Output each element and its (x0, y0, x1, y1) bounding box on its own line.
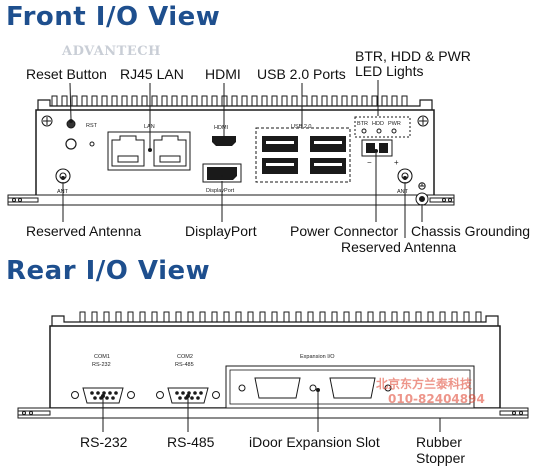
front-leader-lines (61, 80, 423, 238)
com1-db9-graphic (71, 387, 135, 404)
rj45-lan-graphic (107, 131, 191, 171)
silk-hdmi: HDMI (214, 125, 229, 131)
front-io-title: Front I/O View (6, 2, 221, 32)
silk-ant-right: ANT (397, 189, 409, 195)
silk-com2-line2: RS-485 (175, 362, 194, 368)
displayport-graphic (202, 163, 242, 183)
callout-rs232: RS-232 (80, 434, 128, 450)
callout-chassis-grounding: Chassis Grounding (411, 223, 531, 239)
watermark-line1: 北京东方兰泰科技 (376, 377, 473, 391)
callout-reset-button: Reset Button (26, 66, 107, 82)
callout-reserved-antenna-right: Reserved Antenna (341, 239, 457, 255)
silk-rst: RST (86, 123, 98, 129)
callout-rj45-lan: RJ45 LAN (120, 66, 184, 82)
callout-rs485: RS-485 (167, 434, 215, 450)
callout-rubber-line2: Stopper (416, 450, 466, 466)
silk-btr: BTR (357, 121, 368, 127)
callout-led-lights-line1: BTR, HDD & PWR (355, 48, 471, 64)
callout-led-lights-line2: LED Lights (355, 63, 424, 79)
usb-ports-graphic (255, 127, 351, 183)
callout-displayport: DisplayPort (185, 223, 257, 239)
callout-idoor: iDoor Expansion Slot (249, 434, 380, 450)
power-connector-graphic (361, 139, 393, 157)
rear-heatsink-fins (79, 311, 482, 323)
callout-hdmi: HDMI (205, 66, 241, 82)
silk-com1-line2: RS-232 (92, 362, 111, 368)
silk-plus: + (394, 158, 399, 167)
rear-leader-lines (101, 388, 441, 432)
silk-pwr: PWR (388, 121, 401, 127)
watermark-line2: 010-82404894 (388, 392, 485, 406)
rear-io-title: Rear I/O View (6, 256, 211, 286)
callout-reserved-antenna-left: Reserved Antenna (26, 223, 142, 239)
silk-com2-line1: COM2 (177, 354, 193, 360)
reset-button-graphic (65, 119, 95, 150)
front-mounting-brackets (7, 194, 455, 206)
silk-lan: LAN (144, 124, 155, 130)
silk-hdd: HDD (372, 121, 384, 127)
callout-rubber-line1: Rubber (416, 434, 462, 450)
idoor-slot-graphic (225, 365, 475, 409)
silk-expansion: Expansion I/O (300, 354, 335, 360)
led-lights-graphic (354, 116, 411, 138)
silk-com1-line1: COM1 (94, 354, 110, 360)
callout-usb-ports: USB 2.0 Ports (257, 66, 346, 82)
silk-displayport: DisplayPort (206, 188, 235, 194)
grounding-graphic (415, 182, 429, 206)
callout-power-connector: Power Connector (290, 223, 399, 239)
silk-minus: − (367, 158, 372, 167)
rear-mounting-brackets (17, 407, 529, 419)
advantech-watermark: ADVANTECH (62, 44, 161, 59)
silk-usb: USB 2.0 (291, 124, 311, 130)
